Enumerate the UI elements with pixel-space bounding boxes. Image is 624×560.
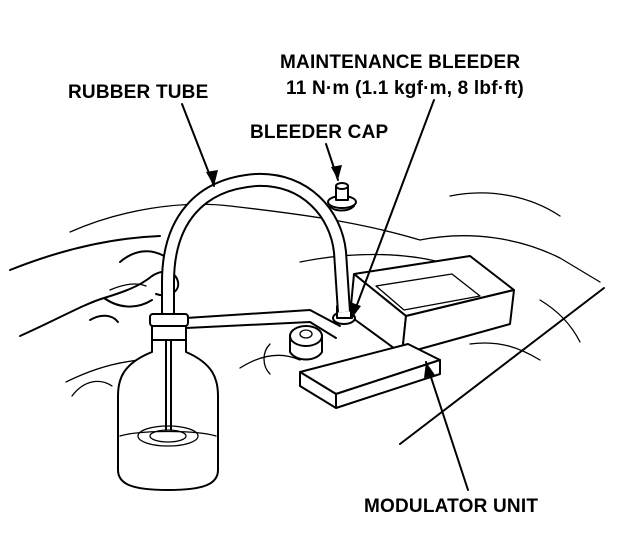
modulator-unit-label: MODULATOR UNIT bbox=[364, 496, 538, 517]
maintenance-bleeder-label: MAINTENANCE BLEEDER bbox=[280, 52, 520, 73]
rubber-tube-label: RUBBER TUBE bbox=[68, 82, 208, 103]
collection-bottle bbox=[118, 314, 218, 490]
bleeder-cap bbox=[328, 183, 356, 211]
torque-spec-label: 11 N·m (1.1 kgf·m, 8 lbf·ft) bbox=[286, 78, 524, 99]
rubber-tube bbox=[168, 180, 344, 318]
engine-bay-background bbox=[10, 193, 604, 444]
bleeder-cap-label: BLEEDER CAP bbox=[250, 122, 389, 143]
